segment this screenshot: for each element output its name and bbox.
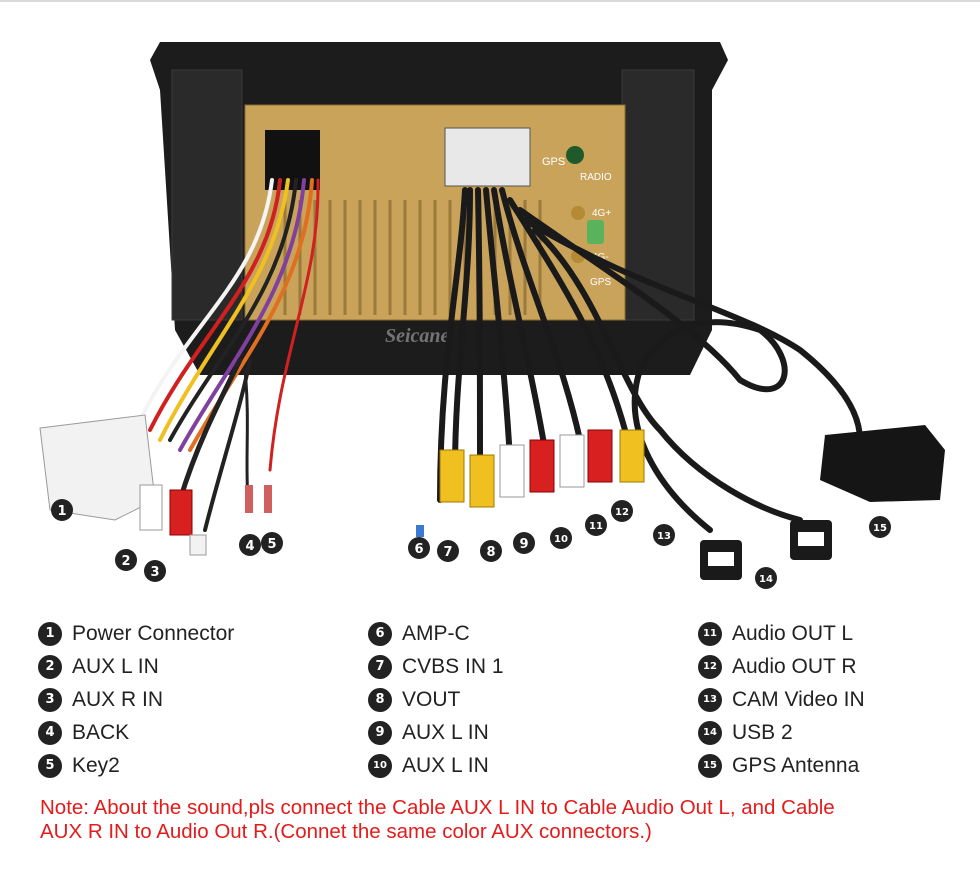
legend-item-3: 3 AUX R IN bbox=[38, 683, 234, 716]
svg-text:5: 5 bbox=[267, 537, 276, 552]
legend-item-4: 4 BACK bbox=[38, 716, 234, 749]
legend-label: GPS Antenna bbox=[732, 753, 860, 777]
callout-11: 11 bbox=[585, 514, 607, 536]
legend-item-6: 6 AMP-C bbox=[368, 617, 504, 650]
legend-label: Audio OUT R bbox=[732, 654, 857, 678]
svg-text:15: 15 bbox=[873, 523, 887, 534]
legend-item-14: 14 USB 2 bbox=[698, 716, 865, 749]
number-badge: 7 bbox=[368, 654, 392, 679]
callout-10: 10 bbox=[550, 527, 572, 549]
legend-item-11: 11 Audio OUT L bbox=[698, 617, 865, 650]
svg-text:3: 3 bbox=[150, 565, 159, 580]
callout-14: 14 bbox=[755, 567, 777, 589]
legend-item-1: 1 Power Connector bbox=[38, 617, 234, 650]
lte-plus-label: 4G+ bbox=[592, 208, 611, 219]
legend-label: AMP-C bbox=[402, 621, 470, 645]
number-badge: 15 bbox=[698, 753, 722, 778]
top-divider bbox=[0, 0, 980, 2]
legend-label: USB 2 bbox=[732, 720, 793, 744]
legend-item-9: 9 AUX L IN bbox=[368, 716, 504, 749]
svg-text:11: 11 bbox=[589, 521, 603, 532]
legend-item-5: 5 Key2 bbox=[38, 749, 234, 782]
legend-label: Key2 bbox=[72, 753, 120, 777]
number-badge: 9 bbox=[368, 720, 392, 745]
number-badge: 3 bbox=[38, 687, 62, 712]
legend-label: VOUT bbox=[402, 687, 461, 711]
svg-text:12: 12 bbox=[615, 507, 629, 518]
callout-4: 4 bbox=[239, 534, 261, 556]
callout-15: 15 bbox=[869, 516, 891, 538]
number-badge: 11 bbox=[698, 621, 722, 646]
note-line-1: Note: About the sound,pls connect the Ca… bbox=[40, 796, 835, 819]
legend-label: CVBS IN 1 bbox=[402, 654, 504, 678]
radio-port-icon bbox=[566, 146, 584, 164]
number-badge: 8 bbox=[368, 687, 392, 712]
number-badge: 6 bbox=[368, 621, 392, 646]
number-badge: 13 bbox=[698, 687, 722, 712]
svg-text:13: 13 bbox=[657, 531, 671, 542]
number-badge: 1 bbox=[38, 621, 62, 646]
legend-label: Power Connector bbox=[72, 621, 235, 645]
svg-text:14: 14 bbox=[759, 574, 773, 585]
svg-text:9: 9 bbox=[519, 537, 528, 552]
number-badge: 10 bbox=[368, 753, 392, 778]
callout-8: 8 bbox=[480, 540, 502, 562]
legend-label: AUX L IN bbox=[402, 753, 489, 777]
legend-item-15: 15 GPS Antenna bbox=[698, 749, 865, 782]
legend-item-7: 7 CVBS IN 1 bbox=[368, 650, 504, 683]
number-badge: 12 bbox=[698, 654, 722, 679]
watermark: Seicane bbox=[385, 325, 450, 347]
legend-item-12: 12 Audio OUT R bbox=[698, 650, 865, 683]
legend-label: Audio OUT L bbox=[732, 621, 854, 645]
svg-text:2: 2 bbox=[121, 554, 130, 569]
callout-3: 3 bbox=[144, 560, 166, 582]
legend-label: BACK bbox=[72, 720, 130, 744]
legend-item-10: 10 AUX L IN bbox=[368, 749, 504, 782]
callout-6: 6 bbox=[408, 537, 430, 559]
radio-label: RADIO bbox=[580, 172, 612, 183]
number-badge: 5 bbox=[38, 753, 62, 778]
svg-text:4: 4 bbox=[245, 539, 254, 554]
legend-label: AUX L IN bbox=[402, 720, 489, 744]
product-photo: GPS RADIO 4G+ 4G- GPS Seicane bbox=[39, 42, 945, 589]
callout-12: 12 bbox=[611, 500, 633, 522]
legend-item-8: 8 VOUT bbox=[368, 683, 504, 716]
number-badge: 2 bbox=[38, 654, 62, 679]
gps2-label: GPS bbox=[590, 277, 611, 288]
legend-label: AUX L IN bbox=[72, 654, 159, 678]
lte-port-icon bbox=[571, 206, 585, 220]
svg-text:8: 8 bbox=[486, 545, 495, 560]
callout-7: 7 bbox=[437, 540, 459, 562]
svg-text:7: 7 bbox=[443, 545, 452, 560]
gps-label: GPS bbox=[542, 156, 565, 168]
svg-text:10: 10 bbox=[554, 534, 568, 545]
legend-label: AUX R IN bbox=[72, 687, 164, 711]
svg-text:1: 1 bbox=[57, 504, 66, 519]
callout-2: 2 bbox=[115, 549, 137, 571]
note-line-2: AUX R IN to Audio Out R.(Connet the same… bbox=[40, 820, 652, 843]
legend-label: CAM Video IN bbox=[732, 687, 865, 711]
legend-item-13: 13 CAM Video IN bbox=[698, 683, 865, 716]
legend-column-3: 11 Audio OUT L 12 Audio OUT R 13 CAM Video … bbox=[698, 617, 865, 782]
callout-9: 9 bbox=[513, 532, 535, 554]
number-badge: 14 bbox=[698, 720, 722, 745]
legend-item-2: 2 AUX L IN bbox=[38, 650, 234, 683]
number-badge: 4 bbox=[38, 720, 62, 745]
svg-text:6: 6 bbox=[414, 542, 423, 557]
callout-5: 5 bbox=[261, 532, 283, 554]
legend-column-1: 1 Power Connector 2 AUX L IN 3 AUX R IN 4 BA… bbox=[38, 617, 234, 782]
callout-13: 13 bbox=[653, 524, 675, 546]
wiring-note: Note: About the sound,pls connect the Ca… bbox=[40, 796, 950, 844]
callout-1: 1 bbox=[51, 499, 73, 521]
